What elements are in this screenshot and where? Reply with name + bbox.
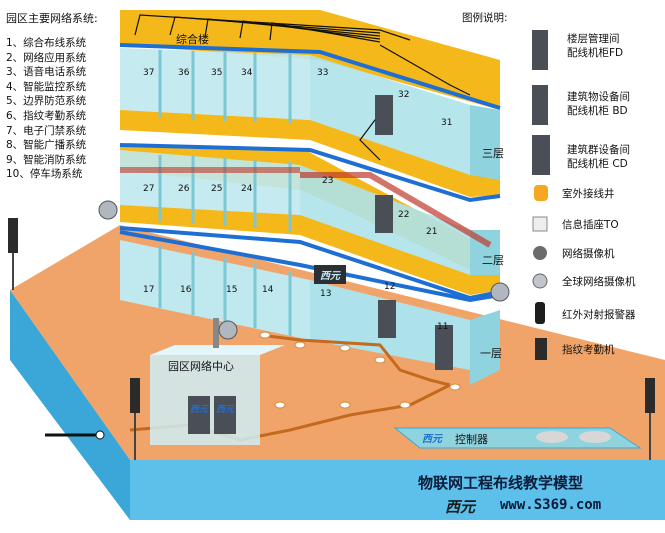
room-number: 11 <box>437 322 448 332</box>
dome-camera-right <box>491 283 509 301</box>
dome-camera-left <box>99 201 117 219</box>
system-item: 2、网络应用系统 <box>6 51 86 66</box>
legend-label: 配线机柜FD <box>567 46 623 60</box>
legend-ir-alarm: 红外对射报警器 <box>562 308 636 322</box>
legend-label: 配线机柜 BD <box>567 104 630 118</box>
brand-cabinet-2: 西元 <box>216 402 234 415</box>
room-number: 32 <box>398 90 409 100</box>
legend-fd: 楼层管理间配线机柜FD <box>567 32 623 60</box>
floor3-back-wall <box>120 48 310 120</box>
legend-manhole: 室外接线井 <box>562 187 615 201</box>
legend-label: 建筑群设备间 <box>567 143 630 157</box>
footer-brand: 西元 <box>445 496 475 517</box>
room-number: 37 <box>143 68 154 78</box>
controller-label: 控制器 <box>455 431 488 447</box>
legend-label: 建筑物设备间 <box>567 90 630 104</box>
floor-label-2: 二层 <box>482 252 504 268</box>
room-number: 15 <box>226 285 237 295</box>
model-title: 物联网工程布线教学模型 <box>418 472 583 493</box>
room-number: 16 <box>180 285 191 295</box>
room-number: 33 <box>317 68 328 78</box>
room-number: 14 <box>262 285 273 295</box>
model-website: www.S369.com <box>500 497 601 513</box>
room-number: 31 <box>441 118 452 128</box>
legend-title: 图例说明: <box>462 10 508 25</box>
brand-screen: 西元 <box>314 265 346 284</box>
system-item: 6、指纹考勤系统 <box>6 109 86 124</box>
system-item: 1、综合布线系统 <box>6 36 86 51</box>
room-number: 34 <box>241 68 252 78</box>
legend-outlet: 信息插座TO <box>562 218 619 232</box>
system-item: 5、边界防范系统 <box>6 94 86 109</box>
building-name: 综合楼 <box>176 31 209 47</box>
room-number: 22 <box>398 210 409 220</box>
legend-dome-camera: 全球网络摄像机 <box>562 275 636 289</box>
room-number: 26 <box>178 184 189 194</box>
room-number: 24 <box>241 184 252 194</box>
system-item: 7、电子门禁系统 <box>6 124 86 139</box>
system-item: 9、智能消防系统 <box>6 153 86 168</box>
systems-list: 1、综合布线系统 2、网络应用系统 3、语音电话系统 4、智能监控系统 5、边界… <box>6 36 86 182</box>
brand-cabinet-1: 西元 <box>190 402 208 415</box>
system-item: 8、智能广播系统 <box>6 138 86 153</box>
system-item: 3、语音电话系统 <box>6 65 86 80</box>
legend-label: 配线机柜 CD <box>567 157 630 171</box>
floor-label-1: 一层 <box>480 345 502 361</box>
room-number: 12 <box>384 282 395 292</box>
system-item: 4、智能监控系统 <box>6 80 86 95</box>
legend-label: 楼层管理间 <box>567 32 623 46</box>
room-number: 35 <box>211 68 222 78</box>
legend-icons <box>532 30 550 360</box>
legend-bd: 建筑物设备间配线机柜 BD <box>567 90 630 118</box>
controller-brand: 西元 <box>422 430 442 445</box>
room-number: 25 <box>211 184 222 194</box>
floor-label-3: 三层 <box>482 145 504 161</box>
room-number: 13 <box>320 289 331 299</box>
legend-network-camera: 网络摄像机 <box>562 247 615 261</box>
room-number: 36 <box>178 68 189 78</box>
legend-cd: 建筑群设备间配线机柜 CD <box>567 143 630 171</box>
network-center-label: 园区网络中心 <box>168 358 234 374</box>
room-number: 21 <box>426 227 437 237</box>
system-item: 10、停车场系统 <box>6 167 86 182</box>
room-number: 17 <box>143 285 154 295</box>
room-number: 23 <box>322 176 333 186</box>
legend-fingerprint: 指纹考勤机 <box>562 343 615 357</box>
systems-title: 园区主要网络系统: <box>6 10 98 26</box>
room-number: 27 <box>143 184 154 194</box>
